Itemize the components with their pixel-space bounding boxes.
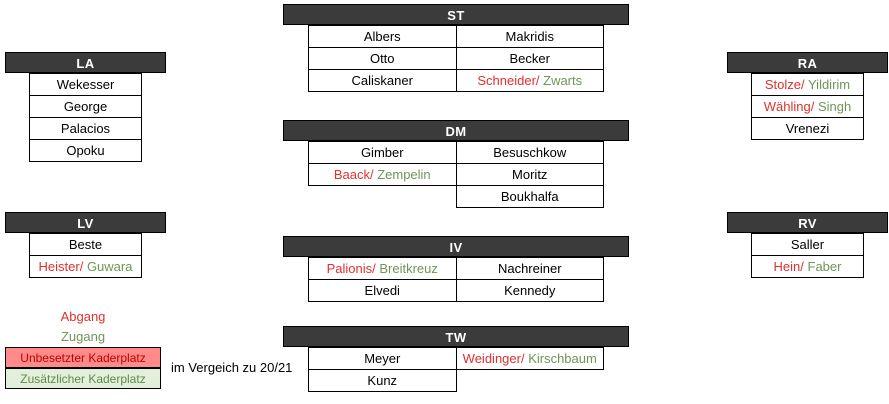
table-row: Beste xyxy=(29,233,142,256)
table-row: Boukhalfa xyxy=(309,185,604,208)
player-cell: George xyxy=(29,95,142,118)
player-out: Schneider/ xyxy=(477,73,540,88)
table-row: Heister/ Guwara xyxy=(29,255,142,278)
table-row: Palacios xyxy=(29,117,142,140)
player-cell: Meyer xyxy=(308,347,457,370)
player-in: Yildirim xyxy=(804,77,851,92)
legend-comparison-note: im Vergeich zu 20/21 xyxy=(171,360,293,375)
table-row: Wähling/ Singh xyxy=(751,95,864,118)
player-cell: Baack/ Zempelin xyxy=(308,163,457,186)
player-in: Faber xyxy=(803,259,842,274)
table-row: Vrenezi xyxy=(751,117,864,140)
player-out: Weidinger/ xyxy=(462,351,525,366)
group-header-tw: TW xyxy=(283,326,629,347)
legend-zugang-label: Zugang xyxy=(60,329,106,344)
table-row: Wekesser xyxy=(29,73,142,96)
player-cell: Schneider/ Zwarts xyxy=(455,69,604,92)
player-cell: Weidinger/ Kirschbaum xyxy=(455,347,604,370)
player-cell: Becker xyxy=(455,47,604,70)
player-cell: Kunz xyxy=(308,369,457,392)
group-header-lv: LV xyxy=(5,212,166,233)
table-row: Opoku xyxy=(29,139,142,162)
player-cell: Beste xyxy=(29,233,142,256)
player-cell: Moritz xyxy=(455,163,604,186)
player-out: Palionis/ xyxy=(326,261,376,276)
player-cell: Nachreiner xyxy=(455,257,604,280)
table-row: Hein/ Faber xyxy=(751,255,864,278)
table-row: Kunz xyxy=(308,369,604,392)
player-cell: Boukhalfa xyxy=(455,185,604,208)
player-cell: Saller xyxy=(751,233,864,256)
legend-abgang-label: Abgang xyxy=(60,309,106,324)
player-cell: Gimber xyxy=(308,141,457,164)
player-cell: Hein/ Faber xyxy=(751,255,864,278)
player-cell: Wekesser xyxy=(29,73,142,96)
player-cell: Palionis/ Breitkreuz xyxy=(308,257,457,280)
player-cell: Stolze/ Yildirim xyxy=(751,73,864,96)
group-header-ra: RA xyxy=(727,52,888,73)
player-out: Heister/ xyxy=(38,259,84,274)
legend-zusaetzlicher-kaderplatz: Zusätzlicher Kaderplatz xyxy=(5,368,161,389)
player-cell: Heister/ Guwara xyxy=(29,255,142,278)
player-cell: Caliskaner xyxy=(308,69,457,92)
table-row: Saller xyxy=(751,233,864,256)
player-cell: Kennedy xyxy=(455,279,604,302)
player-in: Kirschbaum xyxy=(524,351,597,366)
player-cell xyxy=(456,370,604,392)
player-out: Wähling/ xyxy=(763,99,815,114)
player-cell: Wähling/ Singh xyxy=(751,95,864,118)
player-cell: Besuschkow xyxy=(455,141,604,164)
player-cell: Vrenezi xyxy=(751,117,864,140)
group-header-st: ST xyxy=(283,4,629,25)
player-out: Hein/ xyxy=(773,259,804,274)
player-in: Guwara xyxy=(83,259,133,274)
player-cell: Otto xyxy=(308,47,457,70)
player-out: Baack/ xyxy=(333,167,374,182)
player-cell: Makridis xyxy=(455,25,604,48)
player-cell: Palacios xyxy=(29,117,142,140)
group-header-la: LA xyxy=(5,52,166,73)
player-in: Breitkreuz xyxy=(375,261,438,276)
player-in: Singh xyxy=(814,99,852,114)
player-cell xyxy=(309,186,457,208)
legend: Abgang Zugang Unbesetzter Kaderplatz Zus… xyxy=(5,307,295,389)
group-header-dm: DM xyxy=(283,120,629,141)
group-header-iv: IV xyxy=(283,236,629,257)
player-cell: Elvedi xyxy=(308,279,457,302)
table-row: Stolze/ Yildirim xyxy=(751,73,864,96)
player-cell: Albers xyxy=(308,25,457,48)
group-header-rv: RV xyxy=(727,212,888,233)
player-in: Zwarts xyxy=(539,73,583,88)
table-row: George xyxy=(29,95,142,118)
player-cell: Opoku xyxy=(29,139,142,162)
player-out: Stolze/ xyxy=(764,77,805,92)
player-in: Zempelin xyxy=(373,167,431,182)
legend-unbesetzter-kaderplatz: Unbesetzter Kaderplatz xyxy=(5,347,161,368)
